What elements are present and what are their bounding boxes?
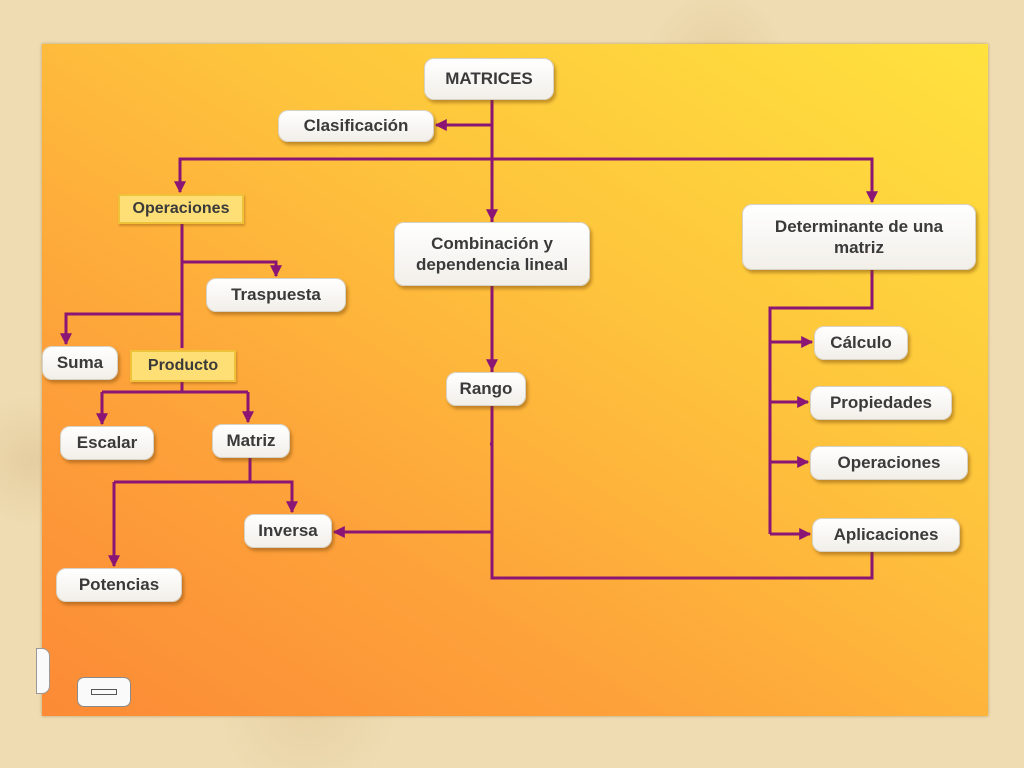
minimize-icon <box>91 689 117 695</box>
node-combinacion: Combinación y dependencia lineal <box>394 222 590 286</box>
connector-3 <box>174 157 492 194</box>
connector-17 <box>490 406 874 580</box>
node-clasificacion: Clasificación <box>278 110 434 142</box>
node-propiedades: Propiedades <box>810 386 952 420</box>
connector-9 <box>60 312 182 346</box>
node-matriz: Matriz <box>212 424 290 458</box>
node-traspuesta: Traspuesta <box>206 278 346 312</box>
node-aplicaciones: Aplicaciones <box>812 518 960 552</box>
connector-15 <box>114 480 298 514</box>
node-rango: Rango <box>446 372 526 406</box>
node-matrices: MATRICES <box>424 58 554 100</box>
connector-8 <box>182 260 282 278</box>
node-suma: Suma <box>42 346 118 380</box>
node-calculo: Cálculo <box>814 326 908 360</box>
connector-lines <box>60 100 878 580</box>
node-escalar: Escalar <box>60 426 154 460</box>
node-operaciones: Operaciones <box>118 194 244 224</box>
slide-control-button[interactable] <box>77 677 131 707</box>
connector-4 <box>492 157 878 204</box>
node-potencias: Potencias <box>56 568 182 602</box>
node-producto: Producto <box>130 350 236 382</box>
node-operaciones-det: Operaciones <box>810 446 968 480</box>
connector-19 <box>768 270 874 534</box>
node-inversa: Inversa <box>244 514 332 548</box>
node-determinante: Determinante de una matriz <box>742 204 976 270</box>
side-tab-control[interactable] <box>36 648 50 694</box>
